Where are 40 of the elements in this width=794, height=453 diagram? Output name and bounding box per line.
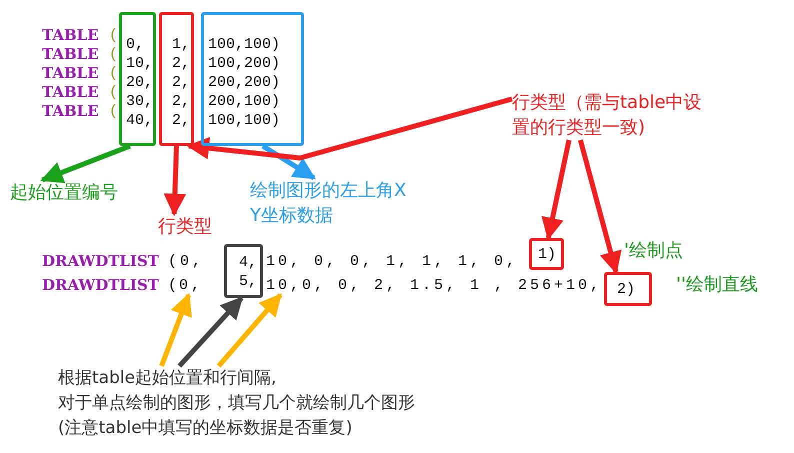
highlight-frame: 100,100) 100,200) 200,200) 200,100) 100,100) — [201, 12, 304, 146]
code-text: 10, 0, 0, 1, 1, 1, 0, — [266, 252, 518, 271]
annotation-text: 根据table起始位置和行间隔, 对于单点绘制的图形，填写几个就绘制几个图形 (注意table中填写的坐标数据是否重复) — [58, 366, 415, 441]
annotation-text: 行类型 — [158, 214, 212, 239]
code-text: (0, — [168, 252, 204, 271]
code-text: ( — [109, 83, 118, 102]
code-keyword: TABLE — [42, 64, 99, 83]
code-text: ( — [109, 26, 118, 45]
highlight-frame: 0, 10, 20, 30, 40, — [119, 12, 156, 146]
code-keyword: DRAWDTLIST — [42, 252, 159, 271]
arrow — [40, 144, 131, 184]
code-text: ( — [109, 45, 118, 64]
arrow — [164, 146, 186, 216]
code-text: ( — [109, 64, 118, 83]
annotation-text: 起始位置编号 — [10, 180, 118, 205]
arrow — [178, 296, 244, 368]
code-comment: ''绘制直线 — [676, 273, 758, 296]
code-text: 0, — [179, 276, 204, 295]
arrow — [216, 293, 282, 368]
highlight-frame: 2) — [604, 272, 652, 306]
annotation-text: 绘制图形的左上角XY坐标数据 — [250, 178, 410, 228]
highlight-frame: 4, 5, — [224, 244, 263, 298]
code-comment: '绘制点 — [624, 239, 683, 262]
arrow — [186, 96, 513, 160]
code-text: ( — [168, 276, 178, 295]
highlight-frame: 1) — [529, 238, 564, 270]
code-keyword: TABLE — [42, 102, 99, 121]
code-keyword: TABLE — [42, 45, 99, 64]
annotation-text: 行类型（需与table中设置的行类型一致) — [512, 90, 702, 140]
arrow — [261, 144, 316, 180]
code-text: ( — [109, 102, 118, 121]
highlight-frame: 1, 2, 2, 2, 2, — [159, 12, 194, 146]
arrow — [541, 139, 572, 240]
code-keyword: TABLE — [42, 83, 99, 102]
arrow — [578, 139, 622, 274]
code-text: 10, — [266, 276, 302, 295]
code-keyword: TABLE — [42, 26, 99, 45]
arrow — [159, 292, 192, 367]
code-keyword: DRAWDTLIST — [42, 276, 159, 295]
code-text: 0, 0, 2, 1.5, 1 , 256+10, — [302, 276, 602, 295]
